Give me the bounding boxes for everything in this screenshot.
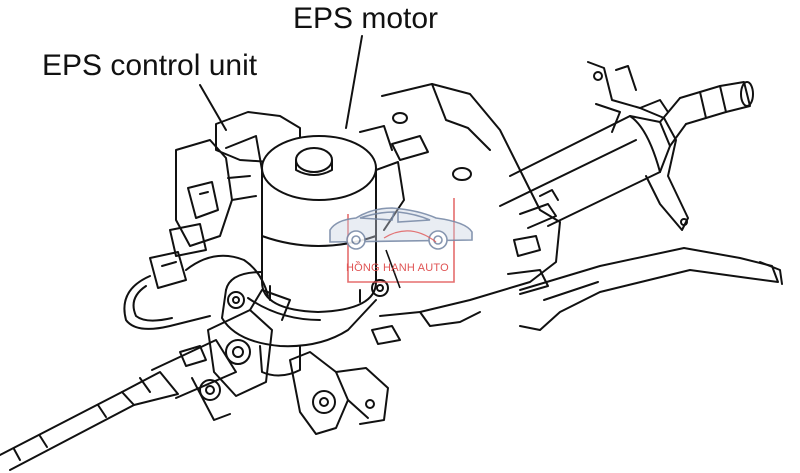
watermark-swoosh [383,230,437,243]
car-silhouette-icon [329,207,473,250]
control-unit-housing [149,111,301,289]
tilt-lever [507,247,783,331]
upper-column-bracket [587,61,689,231]
watermark-logo [329,198,473,289]
eps-motor-label: EPS motor [293,2,439,35]
reduction-gear-housing [221,271,389,377]
intermediate-shaft [0,339,237,471]
eps-control-unit-label: EPS control unit [42,49,258,82]
lower-mount-bracket [289,351,389,435]
wiring-harness [123,254,269,330]
leader-eps-control-unit [199,84,227,131]
watermark-text: HỒNG HẠNH AUTO [346,262,449,274]
leader-eps-motor [345,35,363,129]
column-plate [371,83,561,345]
universal-joint [191,289,291,421]
steering-column-tube [499,81,754,227]
